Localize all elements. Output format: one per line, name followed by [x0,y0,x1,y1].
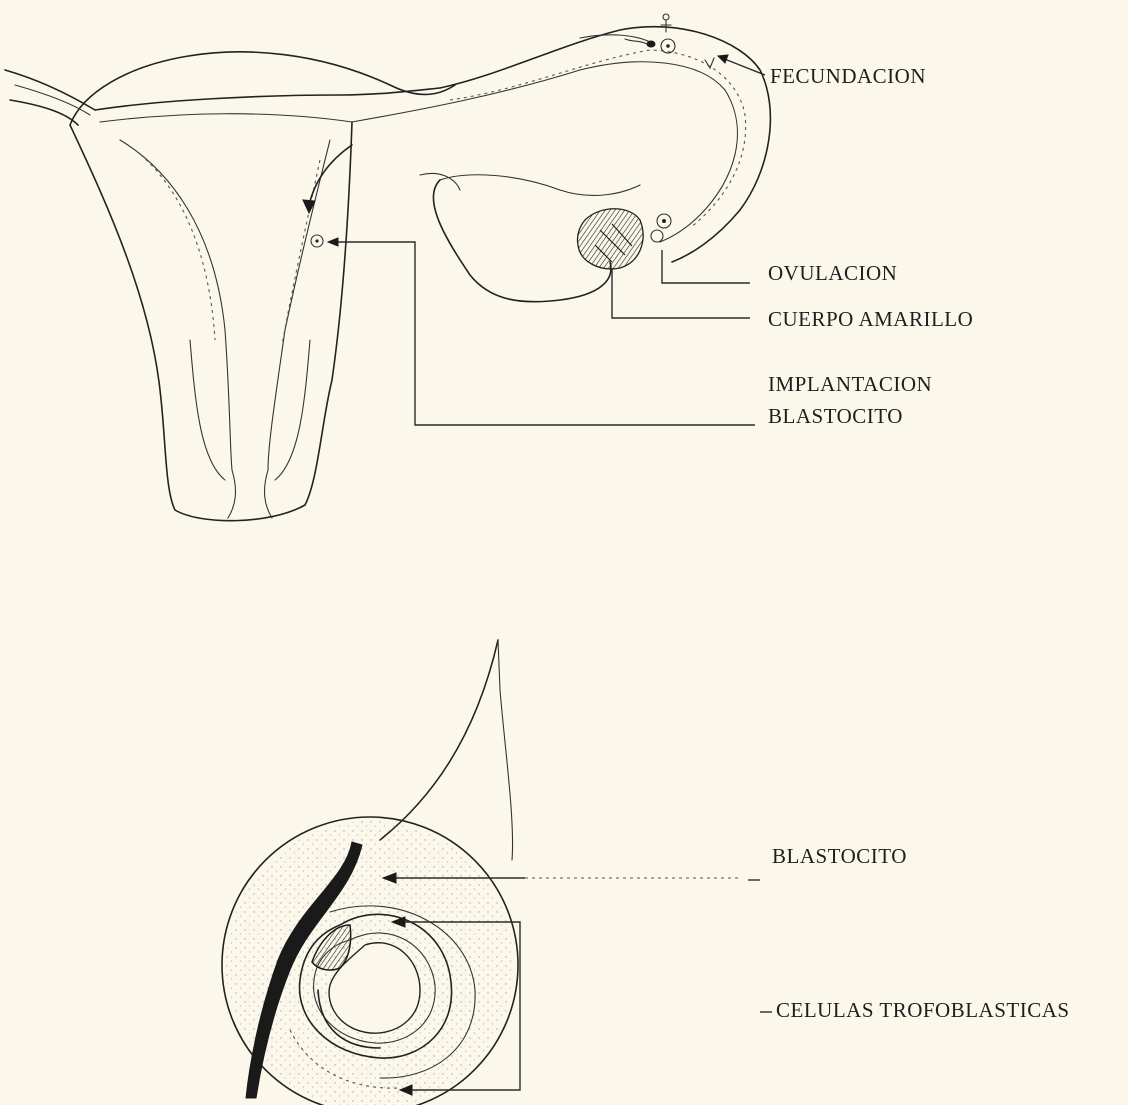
label-fecundacion: FECUNDACION [770,66,926,87]
label-cuerpo-amarillo: CUERPO AMARILLO [768,309,973,330]
label-ovulacion: OVULACION [768,263,897,284]
label-blastocito-bottom: BLASTOCITO [772,846,907,867]
blastocyst-magnified [222,640,518,1105]
label-blastocito-top: BLASTOCITO [768,406,903,427]
label-implantacion: IMPLANTACION [768,374,932,395]
label-celulas-trofoblasticas: CELULAS TROFOBLASTICAS [776,1000,1070,1021]
leader-lines-upper [328,55,765,425]
corpus-luteum-shape [577,209,643,269]
uterus-figure [5,14,770,521]
